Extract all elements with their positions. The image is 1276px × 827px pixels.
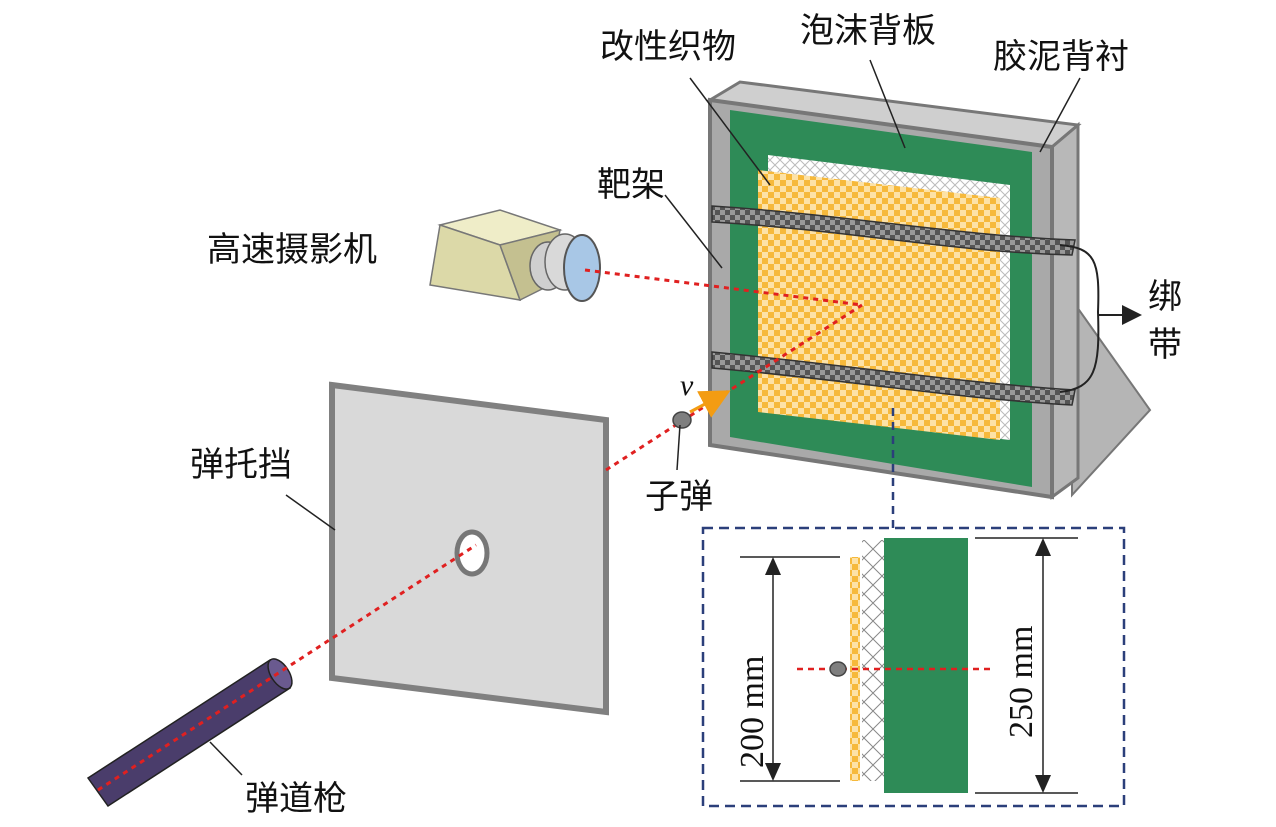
target-stand-support bbox=[1071, 296, 1152, 498]
bullet-icon bbox=[672, 390, 731, 429]
label-modified-fabric: 改性织物 bbox=[600, 27, 736, 67]
label-bullet: 子弹 bbox=[645, 477, 713, 517]
dimension-250mm: 250 mm bbox=[1003, 626, 1040, 738]
label-target-frame: 靶架 bbox=[597, 165, 665, 205]
ballistic-gun-barrel bbox=[86, 658, 293, 808]
label-velocity: v bbox=[680, 369, 694, 402]
strap-upper bbox=[711, 205, 1076, 256]
dimension-200mm: 200 mm bbox=[734, 656, 771, 768]
trajectory-lines bbox=[97, 268, 863, 792]
label-ballistic-gun: 弹道枪 bbox=[245, 779, 347, 819]
inset-foam-layer bbox=[862, 540, 884, 781]
stopper-hole bbox=[454, 529, 490, 577]
label-high-speed-camera: 高速摄影机 bbox=[207, 230, 377, 270]
modified-fabric-panel bbox=[758, 170, 1000, 440]
label-strap-line1: 绑带 bbox=[1148, 277, 1182, 365]
strap-bracket bbox=[1059, 244, 1142, 393]
strap-lower bbox=[711, 351, 1076, 406]
label-foam-backing: 泡沫背板 bbox=[800, 11, 936, 51]
inset-bullet-icon bbox=[829, 661, 847, 677]
dimension-lines bbox=[740, 537, 1078, 794]
label-clay-backing: 胶泥背衬 bbox=[993, 37, 1129, 77]
label-sabot-stopper: 弹托挡 bbox=[190, 445, 292, 485]
inset-clay-layer bbox=[884, 538, 968, 793]
cross-section-inset bbox=[701, 526, 1126, 808]
high-speed-camera-icon bbox=[429, 209, 601, 302]
leader-lines bbox=[209, 59, 1081, 776]
